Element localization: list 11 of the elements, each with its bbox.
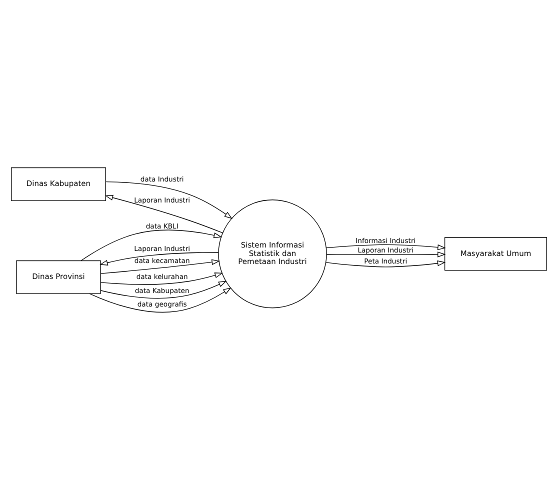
arrow	[89, 286, 232, 312]
arrow	[100, 258, 220, 274]
arrow	[326, 251, 446, 257]
arrow	[100, 252, 219, 266]
arrow	[104, 194, 223, 233]
arrow	[326, 260, 446, 267]
arrow	[80, 229, 222, 260]
arrow	[106, 180, 232, 218]
arrow	[100, 272, 223, 284]
arrow	[326, 244, 446, 250]
arrow	[100, 280, 227, 298]
